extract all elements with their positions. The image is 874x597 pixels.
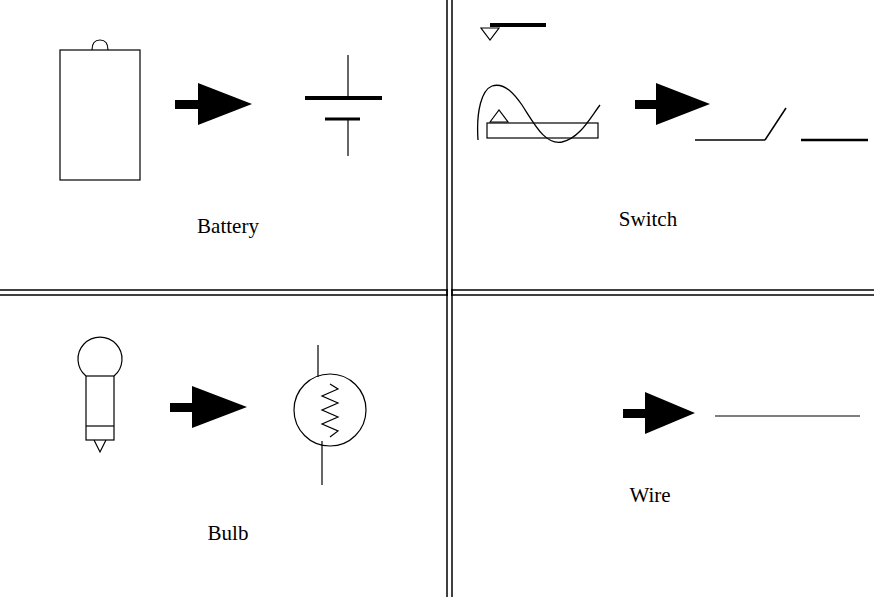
component-label: Battery (197, 214, 259, 239)
arrow (170, 386, 247, 428)
bulb-picture (78, 337, 122, 452)
component-label: Wire (629, 483, 670, 508)
arrow (175, 83, 252, 125)
arrow (635, 83, 710, 125)
bulb-symbol (294, 345, 366, 485)
switch-symbol (695, 108, 868, 140)
component-label: Bulb (208, 521, 249, 546)
battery-picture (60, 40, 140, 180)
battery-symbol (305, 55, 382, 156)
component-label: Switch (619, 207, 677, 232)
switch-picture (481, 25, 598, 138)
wire-picture (478, 85, 600, 142)
arrow (623, 392, 695, 434)
wire-symbol (715, 415, 860, 416)
